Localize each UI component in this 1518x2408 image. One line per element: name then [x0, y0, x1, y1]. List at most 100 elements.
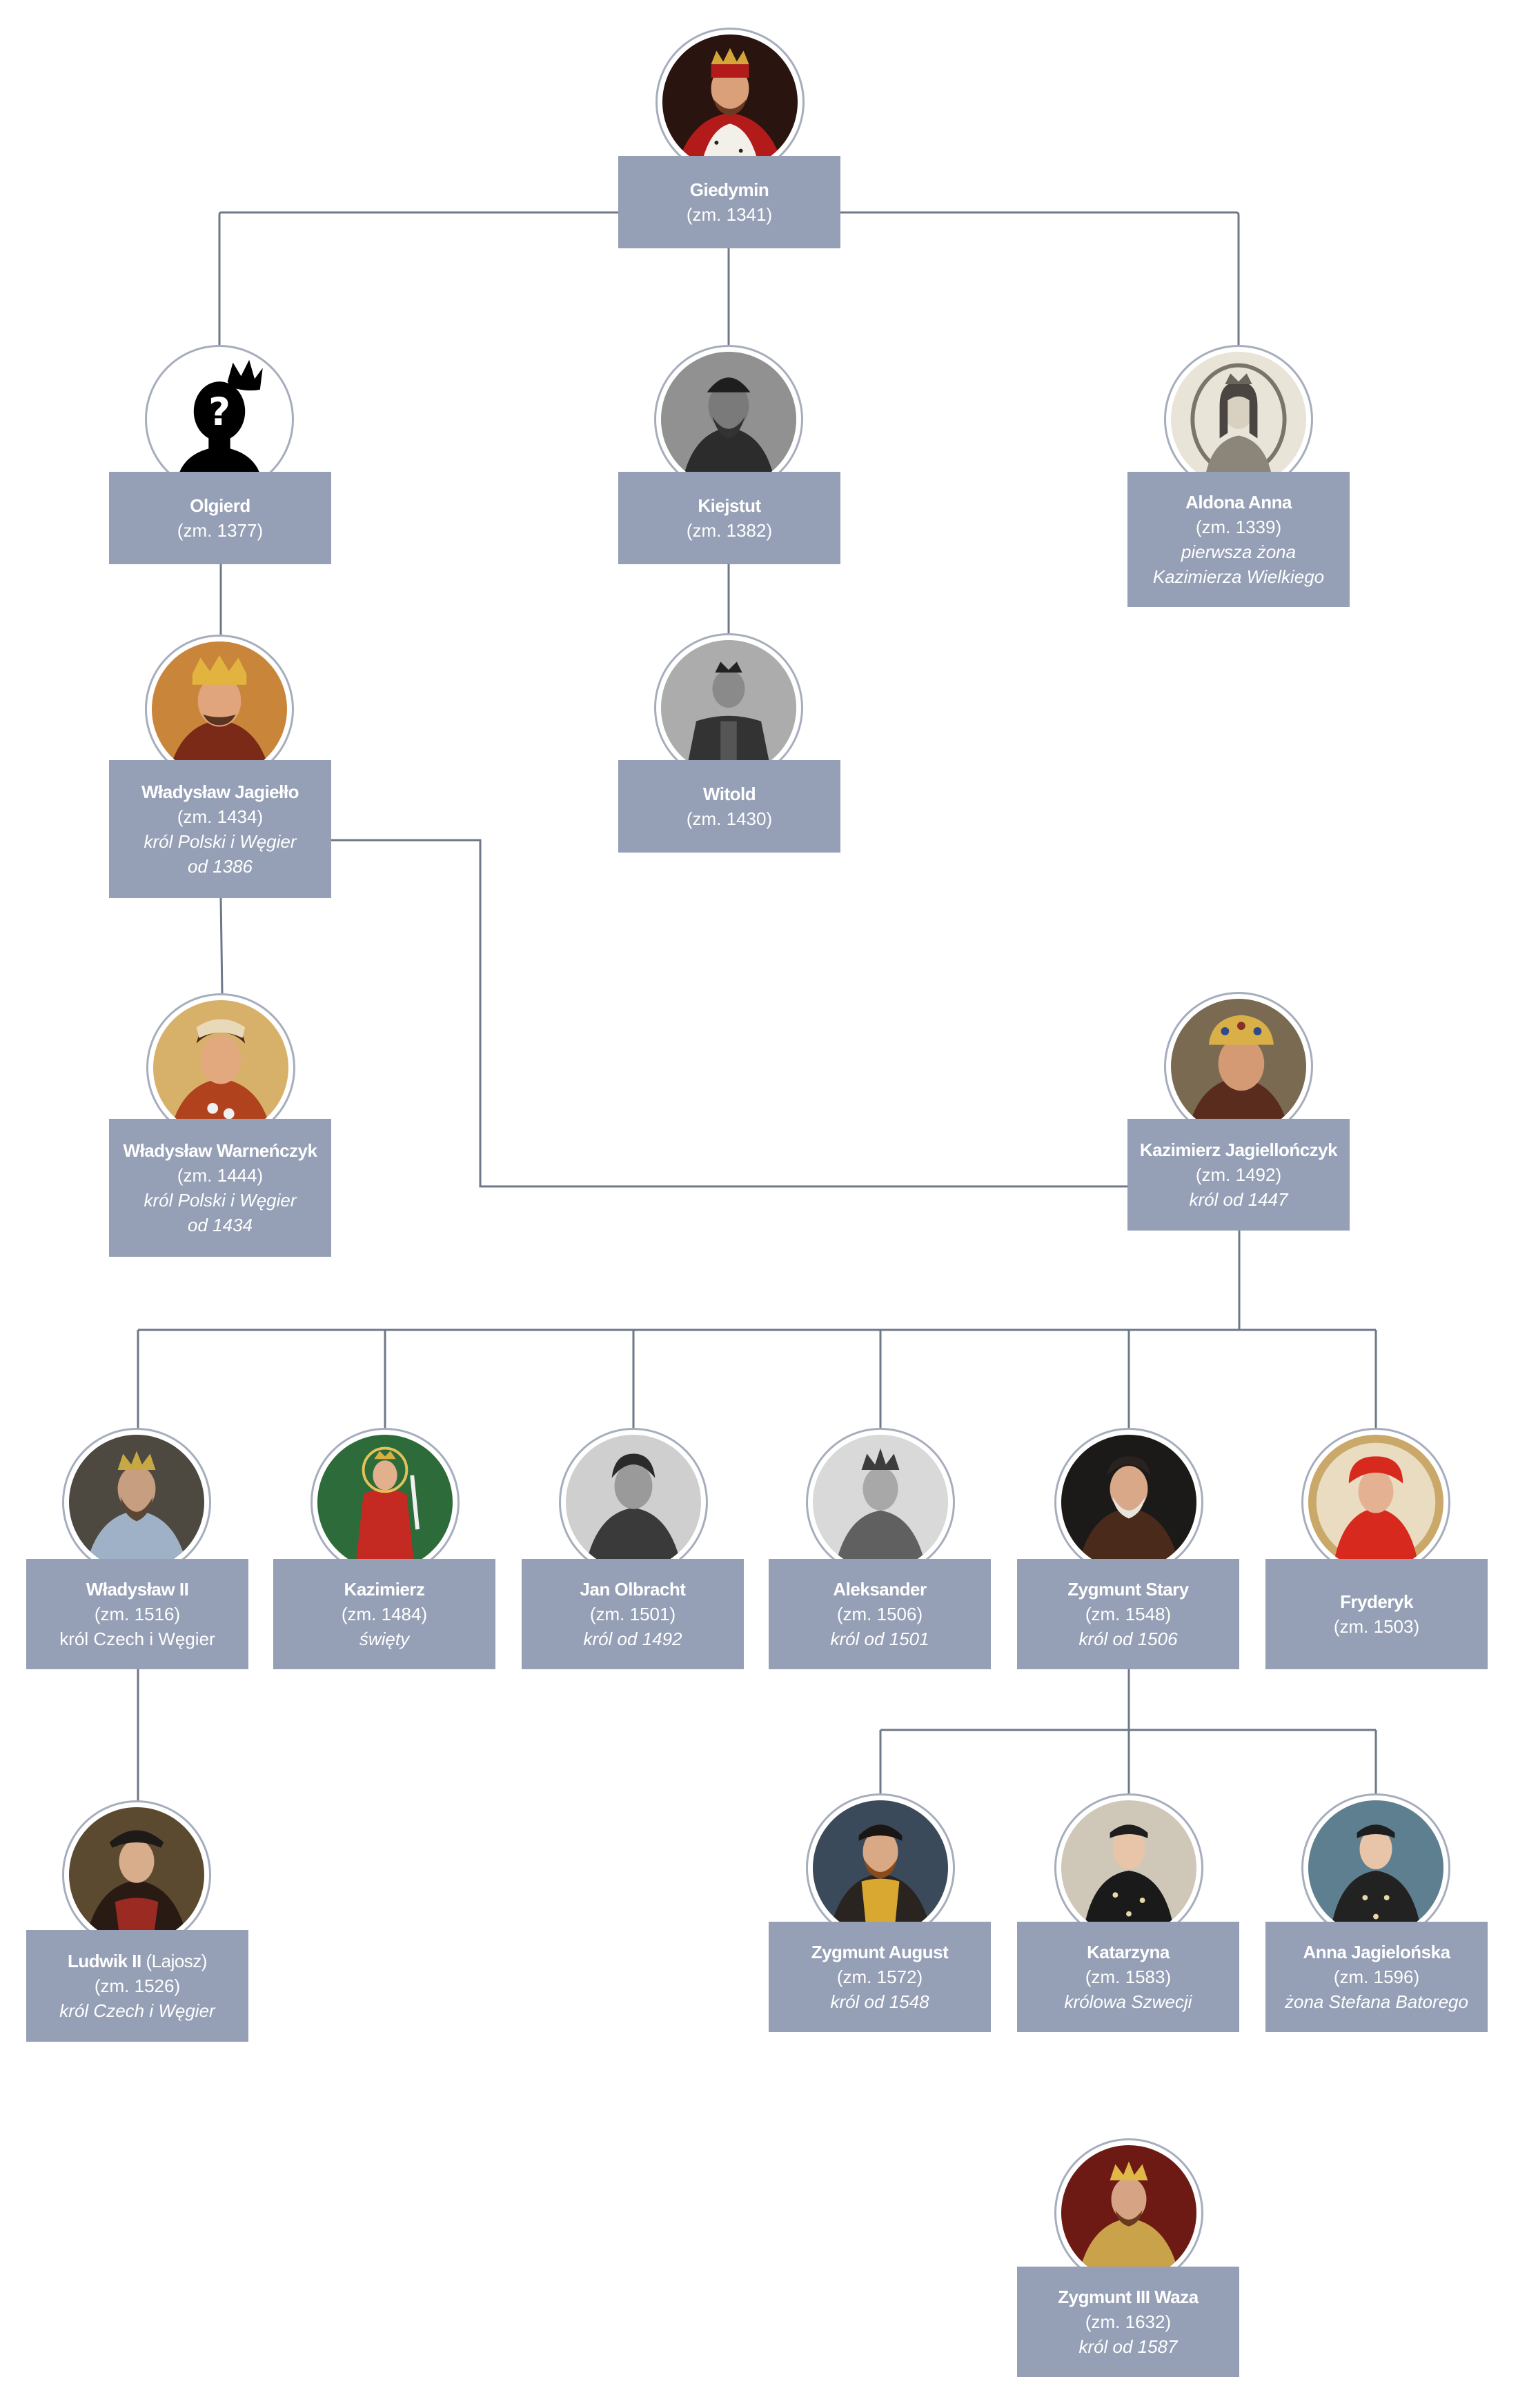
person-name-alt: (Lajosz): [146, 1951, 207, 1971]
queen-engraving-icon: [1171, 352, 1306, 487]
portrait-zygmunt-stary[interactable]: [1054, 1428, 1203, 1577]
person-note: królowa Szwecji: [1064, 1991, 1192, 2012]
person-card-wladyslaw-ii: Władysław II (zm. 1516) król Czech i Węg…: [26, 1559, 248, 1669]
person-name: Kazimierz Jagiellończyk: [1139, 1140, 1338, 1160]
connector-jagiello-kazimierz: [331, 839, 1129, 1188]
crowned-king-icon: [1171, 999, 1306, 1134]
connector-giedymin-aldona: [840, 211, 1240, 345]
person-dates: (zm. 1501): [589, 1604, 676, 1624]
person-note: Kazimierza Wielkiego: [1152, 566, 1325, 587]
portrait-wladyslaw-ii[interactable]: [62, 1428, 211, 1577]
person-card-jan-olbracht: Jan Olbracht (zm. 1501) król od 1492: [522, 1559, 744, 1669]
person-name: Witold: [702, 784, 756, 804]
person-name: Fryderyk: [1340, 1591, 1413, 1612]
portrait-zygmunt-iii-waza[interactable]: [1054, 2138, 1203, 2287]
portrait-zygmunt-august[interactable]: [806, 1793, 955, 1942]
person-card-anna-jagielonska: Anna Jagielońska (zm. 1596) żona Stefana…: [1265, 1922, 1488, 2032]
connector-giedymin-olgierd: [218, 211, 618, 345]
person-name: Władysław Warneńczyk: [123, 1140, 317, 1161]
person-note: od 1434: [188, 1215, 253, 1235]
person-name: Olgierd: [190, 495, 250, 516]
person-note: król od 1492: [583, 1629, 682, 1649]
cardinal-icon: [1308, 1435, 1443, 1570]
connector-jagiello-warnenczyk: [219, 897, 224, 994]
person-name: Jan Olbracht: [580, 1579, 686, 1600]
person-dates: (zm. 1583): [1085, 1967, 1172, 1987]
portrait-ludwik-ii[interactable]: [62, 1800, 211, 1949]
person-dates: (zm. 1548): [1085, 1604, 1172, 1624]
person-note: król od 1587: [1078, 2336, 1178, 2357]
person-dates: (zm. 1484): [341, 1604, 428, 1624]
person-name: Aleksander: [833, 1579, 927, 1600]
portrait-katarzyna[interactable]: [1054, 1793, 1203, 1942]
portrait-kazimierz-swiety[interactable]: [310, 1428, 460, 1577]
knight-engraving-icon: [661, 352, 796, 487]
person-card-kazimierz-swiety: Kazimierz (zm. 1484) święty: [273, 1559, 495, 1669]
silhouette-question-crown-icon: ?: [152, 352, 287, 487]
portrait-fryderyk[interactable]: [1301, 1428, 1450, 1577]
person-card-fryderyk: Fryderyk (zm. 1503): [1265, 1559, 1488, 1669]
crowned-king-icon: [1061, 2145, 1196, 2280]
person-dates: (zm. 1506): [836, 1604, 923, 1624]
person-name: Giedymin: [689, 179, 769, 200]
person-card-witold: Witold (zm. 1430): [618, 760, 840, 853]
young-king-icon: [153, 1000, 288, 1135]
portrait-aleksander[interactable]: [806, 1428, 955, 1577]
person-dates: (zm. 1430): [686, 808, 773, 829]
portrait-aldona[interactable]: [1164, 345, 1313, 494]
king-portrait-icon: [813, 1800, 948, 1936]
person-card-aleksander: Aleksander (zm. 1506) król od 1501: [769, 1559, 991, 1669]
person-card-zygmunt-iii-waza: Zygmunt III Waza (zm. 1632) król od 1587: [1017, 2267, 1239, 2377]
person-dates: (zm. 1444): [177, 1165, 264, 1186]
portrait-witold[interactable]: [654, 633, 803, 782]
person-dates: (zm. 1516): [94, 1604, 181, 1624]
person-card-kazimierz-jagiellonczyk: Kazimierz Jagiellończyk (zm. 1492) król …: [1127, 1119, 1350, 1231]
person-name: Władysław Jagiełło: [141, 782, 299, 802]
person-dates: (zm. 1339): [1195, 517, 1282, 537]
person-card-olgierd: Olgierd (zm. 1377): [109, 472, 331, 564]
king-engraving-icon: [813, 1435, 948, 1570]
king-engraving-icon: [566, 1435, 701, 1570]
person-name-main: Ludwik II: [68, 1951, 141, 1971]
person-name: Zygmunt August: [811, 1942, 949, 1962]
person-note: król od 1548: [830, 1991, 929, 2012]
queen-portrait-icon: [1308, 1800, 1443, 1936]
person-name: Ludwik II (Lajosz): [68, 1949, 207, 1973]
person-note: król od 1506: [1078, 1629, 1178, 1649]
person-name: Kiejstut: [698, 495, 761, 516]
portrait-giedymin[interactable]: [656, 28, 805, 177]
crowned-king-icon: [662, 34, 798, 170]
portrait-jan-olbracht[interactable]: [559, 1428, 708, 1577]
person-card-zygmunt-stary: Zygmunt Stary (zm. 1548) król od 1506: [1017, 1559, 1239, 1669]
person-note: pierwsza żona: [1181, 541, 1297, 562]
person-card-zygmunt-august: Zygmunt August (zm. 1572) król od 1548: [769, 1922, 991, 2032]
person-dates: (zm. 1434): [177, 806, 264, 827]
person-note: król od 1447: [1189, 1189, 1288, 1210]
person-name: Kazimierz: [344, 1579, 425, 1600]
person-name: Anna Jagielońska: [1303, 1942, 1450, 1962]
person-note: od 1386: [188, 856, 253, 877]
old-king-icon: [1061, 1435, 1196, 1570]
person-note: król Czech i Węgier: [59, 1629, 215, 1649]
person-dates: (zm. 1526): [94, 1976, 181, 1996]
saint-icon: [317, 1435, 453, 1570]
person-card-ludwik-ii: Ludwik II (Lajosz) (zm. 1526) król Czech…: [26, 1930, 248, 2042]
person-card-giedymin: Giedymin (zm. 1341): [618, 156, 840, 248]
portrait-jagiello[interactable]: [145, 635, 294, 784]
portrait-warnenczyk[interactable]: [146, 993, 295, 1142]
portrait-anna-jagielonska[interactable]: [1301, 1793, 1450, 1942]
person-card-jagiello: Władysław Jagiełło (zm. 1434) król Polsk…: [109, 760, 331, 898]
crowned-king-icon: [69, 1435, 204, 1570]
person-name: Zygmunt III Waza: [1058, 2287, 1199, 2307]
person-note: żona Stefana Batorego: [1285, 1991, 1468, 2012]
person-name: Władysław II: [86, 1579, 189, 1600]
portrait-olgierd[interactable]: ?: [145, 345, 294, 494]
crowned-king-icon: [152, 641, 287, 777]
person-dates: (zm. 1596): [1333, 1967, 1420, 1987]
person-name: Aldona Anna: [1185, 492, 1292, 513]
person-dates: (zm. 1382): [686, 520, 773, 541]
svg-text:?: ?: [208, 390, 230, 434]
person-note: król Polski i Węgier: [144, 831, 297, 852]
person-card-aldona: Aldona Anna (zm. 1339) pierwsza żona Kaz…: [1127, 472, 1350, 607]
